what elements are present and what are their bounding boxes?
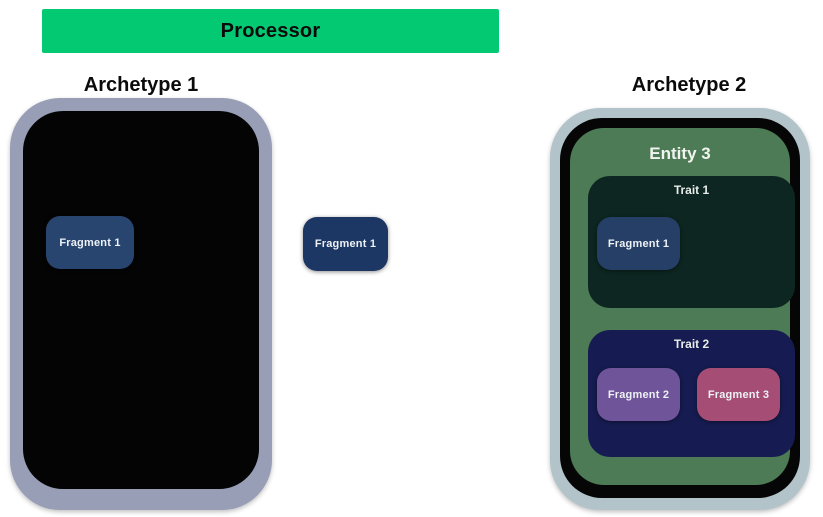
trait-2-fragment-3: Fragment 3	[697, 368, 780, 421]
archetype1-memory-block: Fragment 1	[23, 111, 259, 489]
archetype1-title: Archetype 1	[83, 74, 199, 96]
archetype2-inner-ring: Entity 3 Trait 1 Fragment 1 Trait 2 Frag…	[560, 118, 800, 498]
archetype2-title: Archetype 2	[631, 74, 747, 96]
processor-label: Processor	[220, 19, 321, 42]
standalone-fragment-1: Fragment 1	[303, 217, 388, 271]
trait-1-fragment-1-label: Fragment 1	[607, 237, 670, 250]
trait-2-fragment-2-label: Fragment 2	[607, 388, 670, 401]
trait-1-container: Trait 1 Fragment 1	[588, 176, 795, 308]
trait-2-container: Trait 2 Fragment 2 Fragment 3	[588, 330, 795, 457]
entity-3-label: Entity 3	[649, 144, 711, 163]
trait-2-fragment-3-label: Fragment 3	[707, 388, 770, 401]
trait-2-label: Trait 2	[673, 337, 710, 351]
trait-1-label: Trait 1	[673, 183, 710, 197]
processor-bar: Processor	[42, 9, 499, 53]
archetype1-container: Fragment 1	[10, 98, 272, 510]
standalone-fragment-1-label: Fragment 1	[314, 238, 377, 250]
entity-3-container: Entity 3 Trait 1 Fragment 1 Trait 2 Frag…	[570, 128, 795, 485]
archetype1-fragment-1-label: Fragment 1	[59, 236, 121, 249]
archetype1-fragment-1: Fragment 1	[46, 216, 134, 269]
trait-2-fragment-2: Fragment 2	[597, 368, 680, 421]
archetype2-container: Entity 3 Trait 1 Fragment 1 Trait 2 Frag…	[550, 108, 810, 510]
trait-1-fragment-1: Fragment 1	[597, 217, 680, 270]
